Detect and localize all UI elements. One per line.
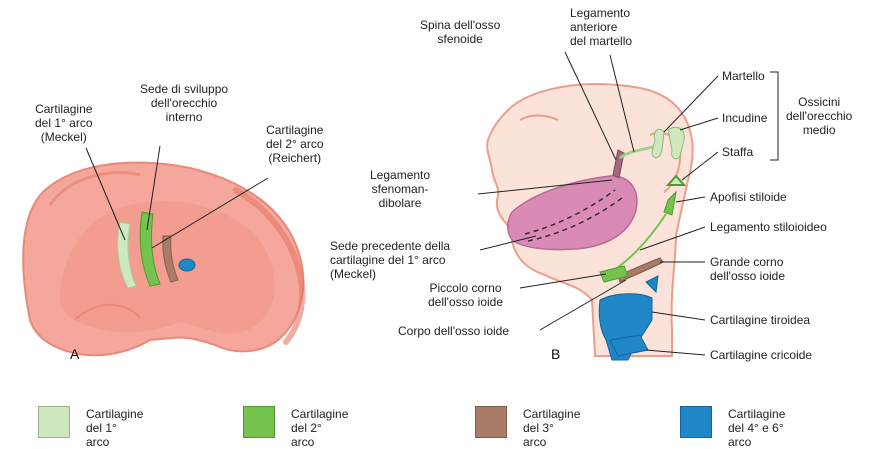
label-sfenomandibolare: Legamento sfenoman- dibolare [370, 168, 430, 210]
label-sede-precedente: Sede precedente della cartilagine del 1°… [330, 239, 450, 281]
label-spina: Spina dell'osso sfenoide [420, 18, 500, 46]
label-stiloioideo: Legamento stiloioideo [710, 220, 827, 234]
label-ossicini: Ossicini dell'orecchio medio [786, 95, 852, 137]
legend-label-arch1: Cartilagine del 1° arco [86, 407, 143, 449]
label-arch1: Cartilagine del 1° arco (Meckel) [35, 102, 93, 144]
legend-swatch-arch2 [243, 406, 275, 438]
legend-label-arch2: Cartilagine del 2° arco [291, 407, 348, 449]
label-incudine: Incudine [722, 111, 767, 125]
panel-label-b: B [551, 346, 560, 362]
label-leg-ant-martello: Legamento anteriore del martello [570, 6, 632, 48]
legend-swatch-arch46 [680, 406, 712, 438]
legend-label-arch46: Cartilagine del 4° e 6° arco [728, 407, 785, 449]
embryo-drawing [23, 163, 303, 356]
arch46-cartilage [179, 259, 195, 271]
label-piccolo-corno: Piccolo corno dell'osso ioide [428, 281, 503, 309]
label-arch2: Cartilagine del 2° arco (Reichert) [266, 123, 324, 165]
label-corpo-ioide: Corpo dell'osso ioide [398, 324, 509, 338]
legend-swatch-arch3 [475, 406, 507, 438]
label-cricoide: Cartilagine cricoide [710, 348, 812, 362]
label-apofisi: Apofisi stiloide [710, 190, 787, 204]
ossicini-bracket [770, 72, 778, 160]
head-drawing [487, 84, 692, 360]
label-grande-corno: Grande corno dell'osso ioide [710, 255, 785, 283]
panel-label-a: A [70, 346, 79, 362]
label-tiroidea: Cartilagine tiroidea [710, 313, 810, 327]
label-inner-ear: Sede di sviluppo dell'orecchio interno [140, 82, 228, 124]
legend-label-arch3: Cartilagine del 3° arco [523, 407, 580, 449]
label-martello: Martello [722, 69, 765, 83]
label-staffa: Staffa [722, 145, 753, 159]
legend-swatch-arch1 [38, 406, 70, 438]
